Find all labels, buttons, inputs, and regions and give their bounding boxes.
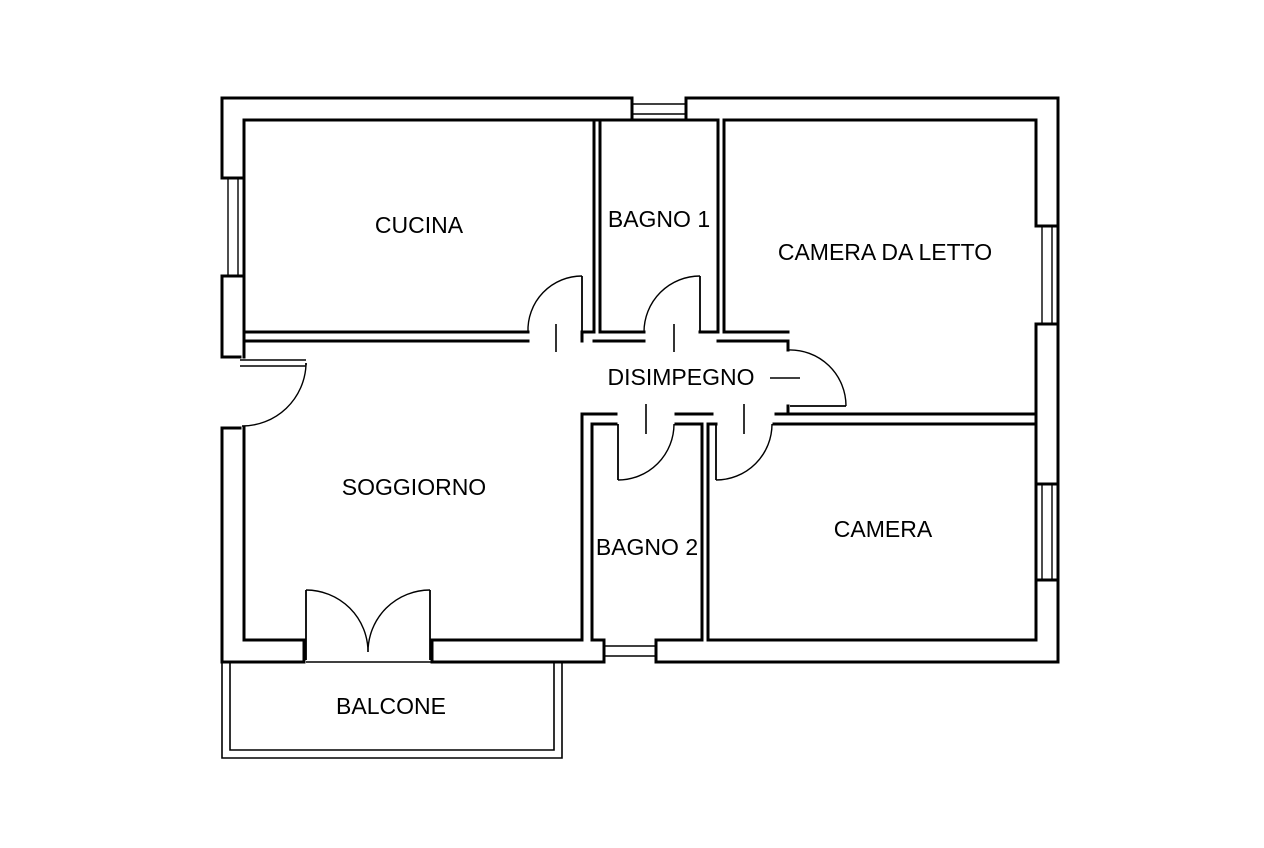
camera-da-letto-walls: [722, 118, 1038, 334]
window-bottom: [604, 645, 656, 657]
cucina-door[interactable]: [527, 275, 583, 352]
balcony: [221, 662, 563, 759]
bagno2-east-wall: [654, 422, 704, 642]
camera-da-letto-south: [716, 339, 790, 352]
room-outlines: [242, 118, 1038, 642]
camera-walls: [706, 422, 1038, 642]
camera-da-letto-door[interactable]: [770, 349, 847, 407]
bagno1-door[interactable]: [643, 275, 701, 352]
outer-wall-left-bottom: [220, 426, 306, 664]
entry-door[interactable]: [241, 363, 307, 427]
windows: [227, 103, 1053, 657]
inner-wall-right-mid-top: [1034, 322, 1060, 486]
label-bagno2: BAGNO 2: [596, 534, 698, 560]
balcony-double-door[interactable]: [305, 589, 432, 663]
soggiorno-east-wall: [430, 412, 618, 642]
bagno1-walls: [598, 118, 720, 334]
window-right-bottom: [1041, 484, 1053, 580]
inner-wall-right-bottom: [1034, 578, 1060, 642]
entry-threshold: [240, 359, 306, 367]
inner-wall-right-top: [1034, 118, 1060, 228]
label-bagno1: BAGNO 1: [608, 206, 710, 232]
outer-wall-left-mid: [220, 274, 242, 359]
balcony-railing-inner: [229, 662, 555, 751]
outer-wall-top-left: [220, 96, 634, 180]
inner-wall-top-left: [596, 96, 634, 122]
room-labels: CUCINA BAGNO 1 CAMERA DA LETTO DISIMPEGN…: [336, 206, 992, 719]
window-left: [227, 178, 239, 276]
doors: [241, 275, 847, 663]
balcony-railing-outer: [221, 662, 563, 759]
outer-wall-top-right: [654, 96, 1060, 664]
cucina-walls: [242, 118, 596, 334]
label-balcone: BALCONE: [336, 693, 446, 719]
label-disimpegno: DISIMPEGNO: [608, 364, 755, 390]
outer-wall-bottom-mid: [430, 638, 606, 664]
camera-door[interactable]: [715, 404, 773, 481]
window-top: [632, 103, 686, 115]
bagno2-walls: [590, 422, 618, 642]
label-camera: CAMERA: [834, 516, 933, 542]
label-soggiorno: SOGGIORNO: [342, 474, 486, 500]
inner-wall-top-right: [684, 96, 720, 122]
bagno2-door[interactable]: [617, 404, 675, 481]
camera-da-letto-floor: [786, 404, 1038, 416]
label-camera-da-letto: CAMERA DA LETTO: [778, 239, 992, 265]
window-right-top: [1041, 226, 1053, 324]
label-cucina: CUCINA: [375, 212, 464, 238]
soggiorno-walls: [242, 426, 306, 642]
